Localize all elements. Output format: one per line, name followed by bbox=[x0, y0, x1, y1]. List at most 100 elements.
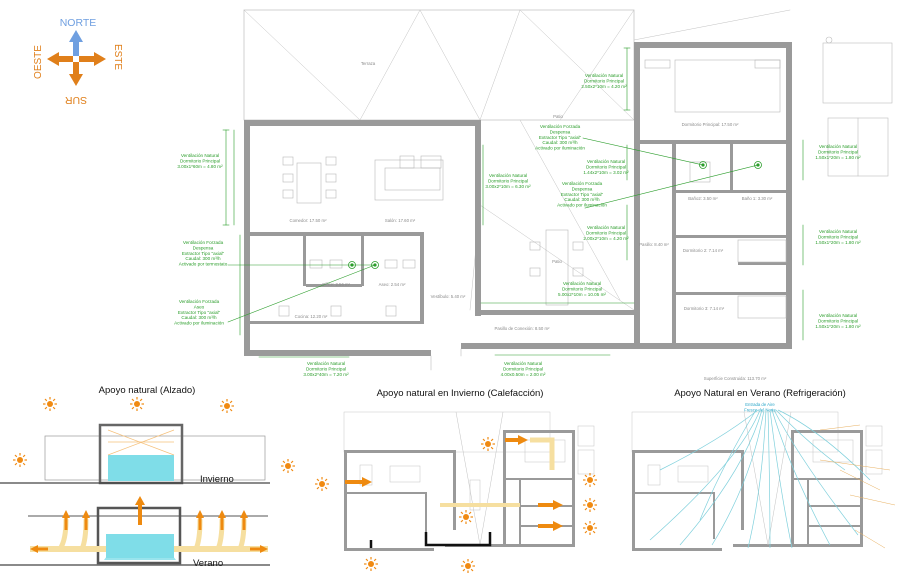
heat-flow-arrows bbox=[345, 435, 563, 531]
compass-label-north: NORTE bbox=[60, 17, 97, 29]
sun-icon bbox=[459, 510, 473, 524]
mini-plan-verano bbox=[631, 409, 896, 551]
note-line: 3.00x2*10m = 6.30 m² bbox=[485, 184, 531, 189]
note-line: Ventilación Natural bbox=[587, 225, 625, 230]
room-label-pasillo: Pasillo: 8.40 m² bbox=[639, 242, 669, 247]
panel-title-alzado: Apoyo natural (Alzado) bbox=[99, 385, 196, 396]
note-line: Dormitorio Principal bbox=[586, 230, 626, 235]
sun-icon bbox=[220, 399, 234, 413]
note-line: 1.50x1*20m = 1.80 m² bbox=[815, 155, 861, 160]
compass-label-west: OESTE bbox=[33, 45, 44, 79]
elevation-winter: Invierno bbox=[0, 423, 270, 485]
panel-invierno: Apoyo natural en Invierno (Calefacción) bbox=[315, 388, 597, 573]
note-line: Activado por iluminación bbox=[557, 203, 607, 208]
note-line: Despensa bbox=[193, 245, 214, 250]
bracket-lines bbox=[369, 532, 492, 548]
elevation-summer: Verano bbox=[0, 496, 270, 569]
compass: NORTE SUR OESTE ESTE bbox=[33, 17, 123, 106]
sun-icon bbox=[315, 477, 329, 491]
compass-label-south: SUR bbox=[64, 94, 87, 106]
note-line: Extractor Tipo "axial" bbox=[539, 135, 582, 140]
extractor-fan-icon bbox=[754, 161, 762, 169]
note-line: 2.50x2*10m = 4.20 m² bbox=[581, 84, 627, 89]
green-openings bbox=[222, 47, 804, 358]
exterior-details bbox=[430, 36, 893, 371]
walls-left-block bbox=[244, 120, 481, 356]
room-label-cocina: Cocina: 12.20 m² bbox=[295, 314, 328, 319]
sun-icon bbox=[583, 498, 597, 512]
furniture bbox=[278, 59, 787, 319]
note-line: Activado por termostato bbox=[179, 262, 228, 267]
note-line: Ventilación Natural bbox=[563, 281, 601, 286]
room-label-pasillo-conexion: Pasillo de Conexión: 8.50 m² bbox=[495, 326, 551, 331]
label-superficie: Superficie Construida: 113.70 m² bbox=[704, 376, 767, 381]
note-line: Dormitorio Principal bbox=[562, 286, 602, 291]
note-line: 2.00x2*10m = 4.20 m² bbox=[583, 236, 629, 241]
note-line: Dormitorio Principal bbox=[488, 178, 528, 183]
note-line: Ventilación Natural bbox=[819, 229, 857, 234]
walls-corridor bbox=[475, 310, 640, 315]
panel-title-invierno: Apoyo natural en Invierno (Calefacción) bbox=[377, 388, 544, 399]
note-line: Caudal: 300 m³/h bbox=[542, 140, 578, 145]
room-label-bano1: Baño 1: 3.30 m² bbox=[742, 196, 773, 201]
sun-icon bbox=[281, 459, 295, 473]
room-label-bano2: Baño2: 3.50 m² bbox=[688, 196, 718, 201]
note-line: Ventilación Forzada bbox=[179, 299, 220, 304]
note-line: Extractor Tipo "axial" bbox=[178, 310, 221, 315]
room-label-dormitorio-principal: Dormitorio Principal: 17.50 m² bbox=[682, 122, 739, 127]
note-line: Dormitorio Principal bbox=[818, 149, 858, 154]
room-label-aseo: Aseo: 2.54 m² bbox=[379, 282, 406, 287]
extractor-fan-icon bbox=[348, 261, 356, 269]
note-line: 1.44x2*10m = 3.02 m² bbox=[583, 170, 629, 175]
room-label-patio: Patio bbox=[552, 259, 562, 264]
sun-icon bbox=[583, 521, 597, 535]
note-line: Dormitorio Principal bbox=[180, 158, 220, 163]
note-line: Ventilación Forzada bbox=[562, 181, 603, 186]
note-line: Caudal: 300 m³/h bbox=[181, 315, 217, 320]
room-label-patio-north: Patio bbox=[553, 114, 563, 119]
room-label-terraza: Terraza bbox=[361, 61, 376, 66]
sun-icon bbox=[130, 397, 144, 411]
note-line: Dormitorio Principal bbox=[818, 318, 858, 323]
note-line: Dormitorio Principal bbox=[818, 234, 858, 239]
note-line: Ventilación Natural bbox=[585, 73, 623, 78]
sun-icon bbox=[43, 397, 57, 411]
label-invierno: Invierno bbox=[200, 474, 234, 485]
note-line: Extractor Tipo "axial" bbox=[561, 192, 604, 197]
mini-plan-invierno bbox=[343, 411, 595, 551]
compass-arrow-east bbox=[79, 52, 106, 66]
note-line: Ventilación Natural bbox=[307, 361, 345, 366]
note-line: Activado por iluminación bbox=[174, 321, 224, 326]
note-line: Fresco del Norte bbox=[744, 407, 776, 412]
compass-arrow-west bbox=[47, 52, 73, 66]
note-line: 3.00x2*40m = 7.20 m² bbox=[303, 372, 349, 377]
note-line: Dormitorio Principal bbox=[584, 78, 624, 83]
note-line: Aseo bbox=[194, 304, 205, 309]
note-line: Ventilación Natural bbox=[181, 153, 219, 158]
note-line: 1.50x1*20m = 1.80 m² bbox=[815, 324, 861, 329]
sun-icon bbox=[481, 437, 495, 451]
room-labels: Terraza Comedor: 17.50 m² Salón: 17.60 m… bbox=[289, 61, 772, 381]
sun-icon bbox=[13, 453, 27, 467]
note-line: Activado por iluminación bbox=[535, 146, 585, 151]
compass-arrow-south bbox=[69, 62, 83, 86]
note-line: Ventilación Natural bbox=[819, 313, 857, 318]
terraza-roof-outline bbox=[243, 9, 635, 121]
note-line: Caudal: 300 m³/h bbox=[185, 256, 221, 261]
room-label-dormitorio2: Dormitorio 2: 7.14 m² bbox=[683, 248, 724, 253]
